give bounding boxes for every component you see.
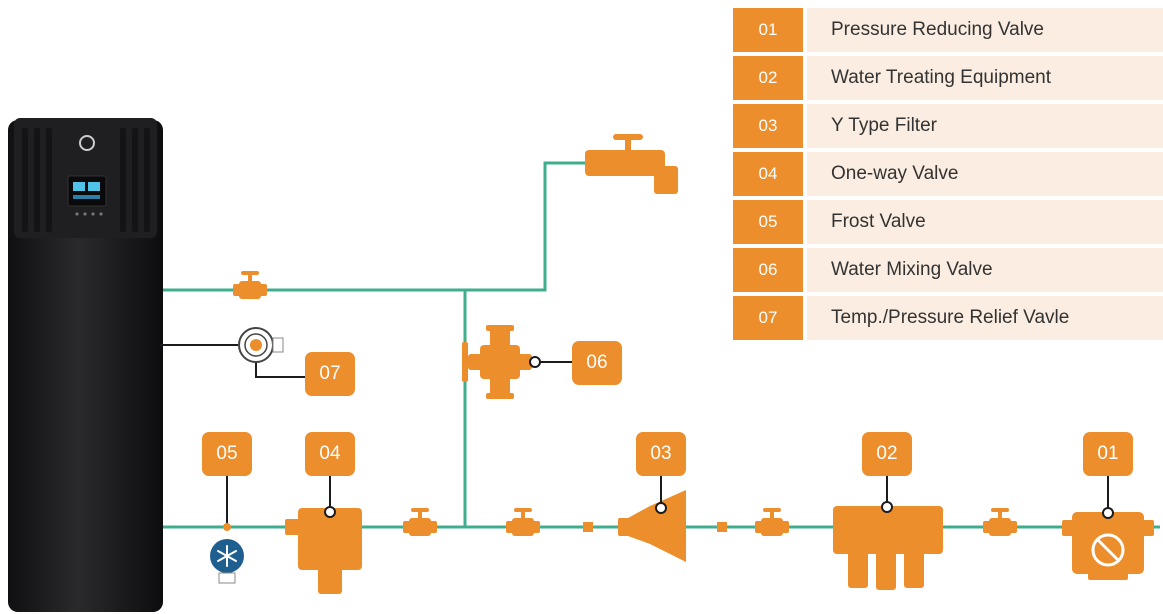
mixing-valve-icon [462, 325, 575, 399]
legend-number: 07 [733, 296, 803, 340]
badge-01: 01 [1083, 432, 1133, 476]
heat-pump-water-heater [8, 118, 163, 612]
badge-07: 07 [305, 352, 355, 396]
legend-item-03: 03 Y Type Filter [733, 104, 1163, 148]
badge-04: 04 [305, 432, 355, 476]
water-treatment-icon [833, 475, 943, 590]
pressure-relief-valve-icon [160, 327, 305, 378]
legend-label: Water Treating Equipment [807, 56, 1163, 100]
cold-line-valve-2-icon [506, 508, 540, 536]
legend-label: Frost Valve [807, 200, 1163, 244]
legend-label: Water Mixing Valve [807, 248, 1163, 292]
brand-logo-icon [79, 135, 95, 151]
legend-number: 05 [733, 200, 803, 244]
pipe-coupling [583, 522, 593, 532]
frost-valve [210, 475, 244, 584]
faucet-riser-pipe [465, 161, 585, 292]
one-way-valve-icon [285, 475, 362, 594]
cold-line-valve-1-icon [403, 508, 437, 536]
cold-line-valve-4-icon [983, 508, 1017, 536]
legend-item-07: 07 Temp./Pressure Relief Vavle [733, 296, 1163, 340]
hot-line-valve-icon [233, 271, 267, 299]
legend-label: Temp./Pressure Relief Vavle [807, 296, 1163, 340]
legend-item-02: 02 Water Treating Equipment [733, 56, 1163, 100]
legend-item-06: 06 Water Mixing Valve [733, 248, 1163, 292]
badge-03: 03 [636, 432, 686, 476]
legend-item-01: 01 Pressure Reducing Valve [733, 8, 1163, 52]
legend-number: 03 [733, 104, 803, 148]
legend-number: 04 [733, 152, 803, 196]
y-filter-icon [618, 475, 686, 562]
badge-02: 02 [862, 432, 912, 476]
legend-label: Y Type Filter [807, 104, 1163, 148]
snowflake-icon [217, 545, 237, 567]
badge-05: 05 [202, 432, 252, 476]
legend-number: 02 [733, 56, 803, 100]
legend-label: Pressure Reducing Valve [807, 8, 1163, 52]
cold-line-valve-3-icon [755, 508, 789, 536]
legend-item-05: 05 Frost Valve [733, 200, 1163, 244]
faucet-icon [585, 134, 678, 194]
legend-item-04: 04 One-way Valve [733, 152, 1163, 196]
legend-number: 06 [733, 248, 803, 292]
legend-label: One-way Valve [807, 152, 1163, 196]
pipe-coupling [717, 522, 727, 532]
badge-06: 06 [572, 341, 622, 385]
pressure-reducing-valve-icon [1062, 475, 1154, 580]
legend-number: 01 [733, 8, 803, 52]
